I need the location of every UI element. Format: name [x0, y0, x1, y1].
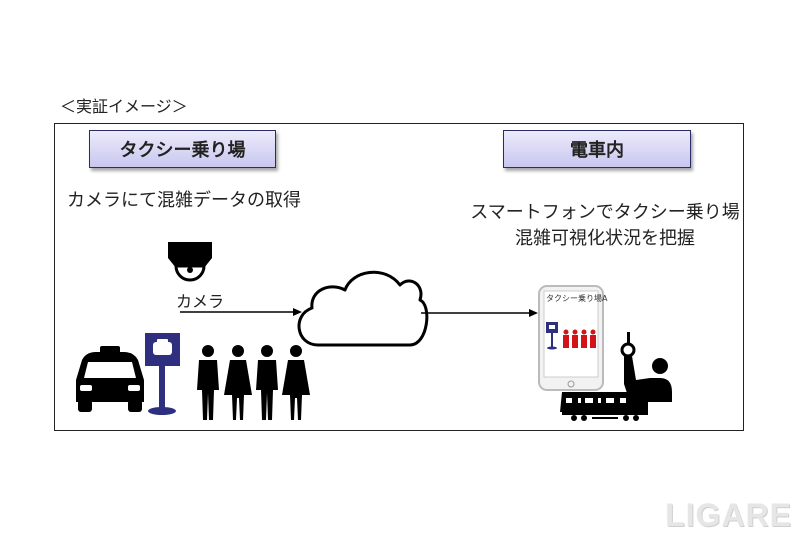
passenger-icon: [620, 332, 672, 402]
smartphone-description-line2: 混雑可視化状況を把握: [515, 228, 695, 249]
diagram-frame: [54, 123, 744, 431]
taxi-stand-title: タクシー乗り場: [119, 140, 246, 161]
camera-data-description: カメラにて混雑データの取得: [67, 190, 301, 211]
person-2: [224, 345, 252, 420]
smartphone-description-line1: スマートフォンでタクシー乗り場: [470, 202, 740, 223]
person-3: [256, 345, 278, 420]
taxi-stand-sign-icon: [145, 333, 180, 415]
in-train-label: 電車内: [503, 130, 691, 168]
people-queue-icon: [197, 345, 310, 420]
in-train-title: 電車内: [570, 140, 624, 161]
person-4: [282, 345, 310, 420]
taxi-stand-label: タクシー乗り場: [89, 130, 276, 168]
cloud-icon: [297, 270, 429, 347]
camera-label: カメラ: [176, 292, 225, 311]
camera-icon: [168, 242, 212, 282]
phone-taxi-sign-icon: [546, 322, 558, 350]
ligare-watermark: LIGARE: [665, 497, 792, 533]
smartphone-description: スマートフォンでタクシー乗り場 混雑可視化状況を把握: [465, 200, 745, 252]
phone-screen-text: タクシー乗り場A: [546, 294, 608, 303]
arrow-camera-to-cloud: [180, 308, 302, 316]
taxi-icon: [76, 346, 144, 412]
smartphone-icon: [538, 285, 604, 391]
phone-crowd-icon: [563, 329, 596, 348]
person-1: [197, 345, 219, 420]
arrow-cloud-to-phone: [421, 309, 538, 317]
train-icon: [560, 392, 648, 421]
diagram-caption: ＜実証イメージ＞: [60, 97, 188, 116]
